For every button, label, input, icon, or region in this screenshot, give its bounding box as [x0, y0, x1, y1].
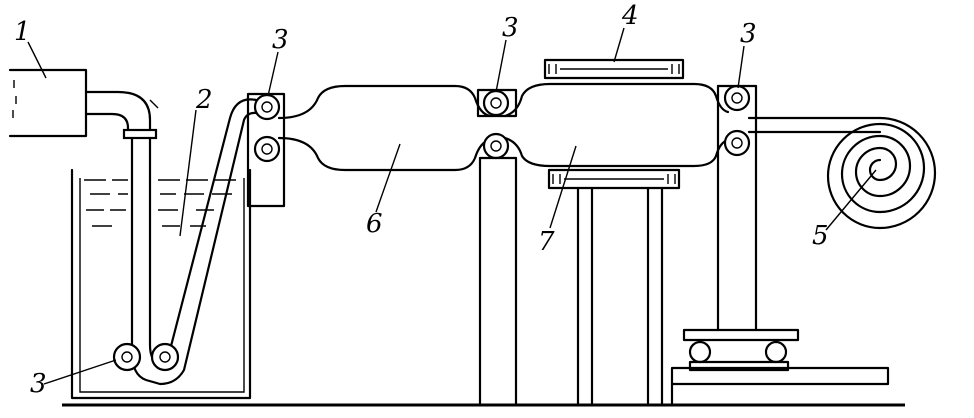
right-roller-stand	[716, 84, 758, 332]
label-7: 7	[538, 145, 577, 257]
label-3-bottom: 3	[30, 359, 117, 399]
label-3c-text: 3	[740, 19, 757, 49]
source-tank	[8, 68, 88, 138]
sleeve-section-7	[503, 82, 730, 168]
heater-support	[576, 186, 664, 407]
label-4: 4	[613, 1, 639, 63]
left-roller-stand	[246, 92, 286, 208]
film-web-exit	[747, 116, 882, 134]
coil	[826, 116, 937, 230]
label-3-left-top: 3	[267, 25, 289, 97]
bottom-rollers	[112, 342, 180, 372]
carriage-base	[670, 328, 890, 407]
film-web-bath	[130, 98, 264, 386]
label-3a-text: 3	[272, 25, 289, 55]
label-1: 1	[14, 17, 47, 79]
label-5-text: 5	[812, 221, 829, 251]
label-1-text: 1	[14, 17, 31, 47]
heater-top	[543, 58, 685, 80]
feed-pipe	[84, 90, 159, 184]
label-6-text: 6	[366, 209, 383, 239]
label-5: 5	[812, 169, 877, 251]
heater-bottom	[547, 168, 681, 190]
label-3-middle-top: 3	[495, 13, 519, 93]
label-6: 6	[366, 143, 401, 239]
middle-roller-stand	[476, 88, 518, 407]
label-3-right-top: 3	[737, 19, 757, 89]
label-3b-text: 3	[502, 13, 519, 43]
label-2-text: 2	[195, 85, 213, 115]
label-7-text: 7	[538, 227, 555, 257]
liquid-bath	[70, 168, 252, 400]
sleeve-section-6	[277, 84, 492, 172]
label-2: 2	[179, 85, 213, 237]
label-4-text: 4	[621, 1, 639, 31]
label-3d-text: 3	[30, 369, 47, 399]
